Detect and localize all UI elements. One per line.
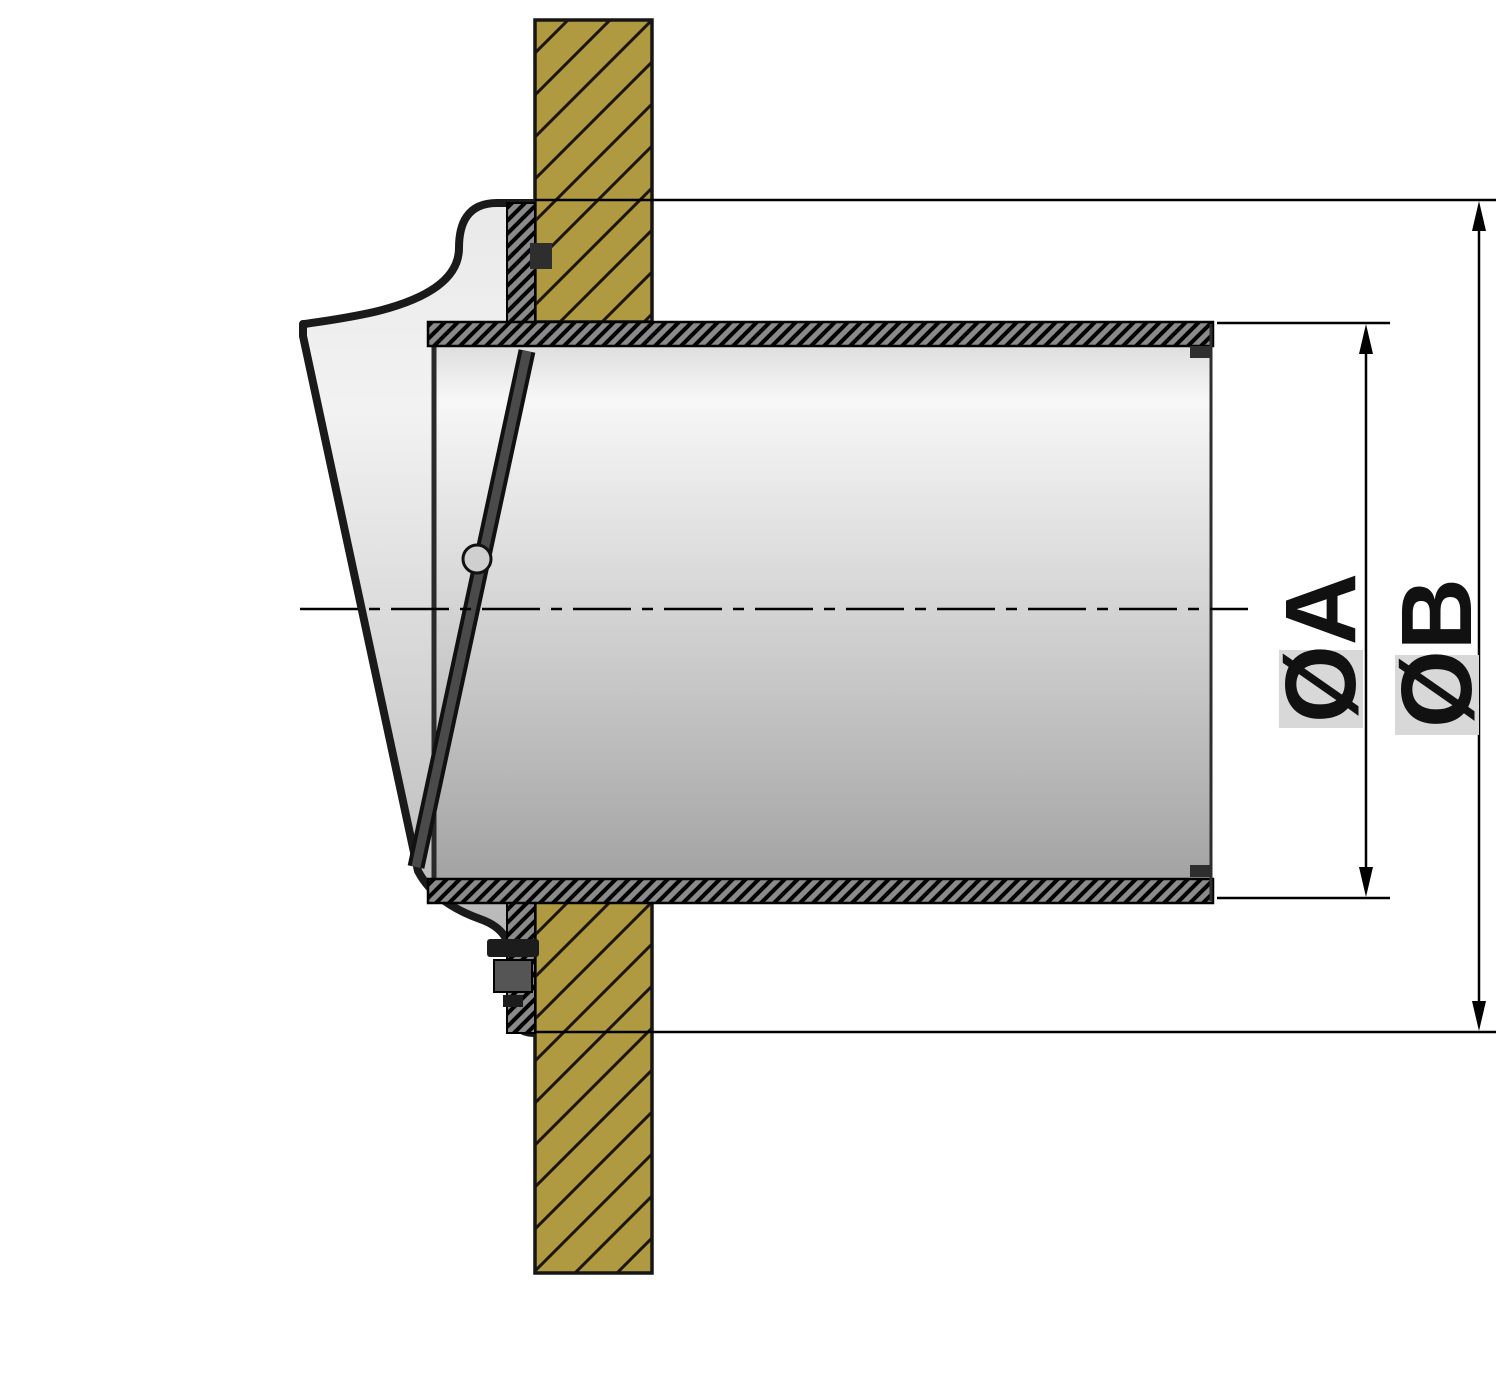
transom-wall-lower [533, 900, 654, 1275]
dim-b-label: ØB [1381, 578, 1493, 728]
dim-b-arrow-up [1472, 201, 1486, 231]
dim-b-arrow-down [1472, 1001, 1486, 1031]
dimension-b: ØB [535, 198, 1496, 1034]
dim-a-label-box [1279, 650, 1363, 728]
check-valve-flap [407, 349, 536, 869]
dim-b-label-box [1395, 655, 1479, 735]
flap-body [411, 350, 532, 868]
lower-clamp-foot [503, 995, 523, 1007]
flap-hinge-pin [461, 543, 493, 575]
pipe-wall-top-section [426, 320, 1215, 348]
lower-clamp-screw [493, 959, 533, 993]
lower-clamp-band [487, 939, 539, 957]
dim-a-label: ØA [1265, 573, 1377, 723]
transom-wall-upper [533, 18, 654, 324]
exhaust-pipe [426, 320, 1215, 905]
pipe-end-lip-bottom [1190, 865, 1212, 877]
dim-a-arrow-down [1359, 867, 1373, 897]
pipe-end-lip-top [1190, 346, 1212, 358]
pipe-interior [432, 346, 1211, 879]
dimension-a: ØA [1217, 321, 1390, 900]
pipe-wall-bottom-section [426, 877, 1215, 905]
upper-fastener [530, 243, 552, 269]
dim-a-arrow-up [1359, 324, 1373, 354]
